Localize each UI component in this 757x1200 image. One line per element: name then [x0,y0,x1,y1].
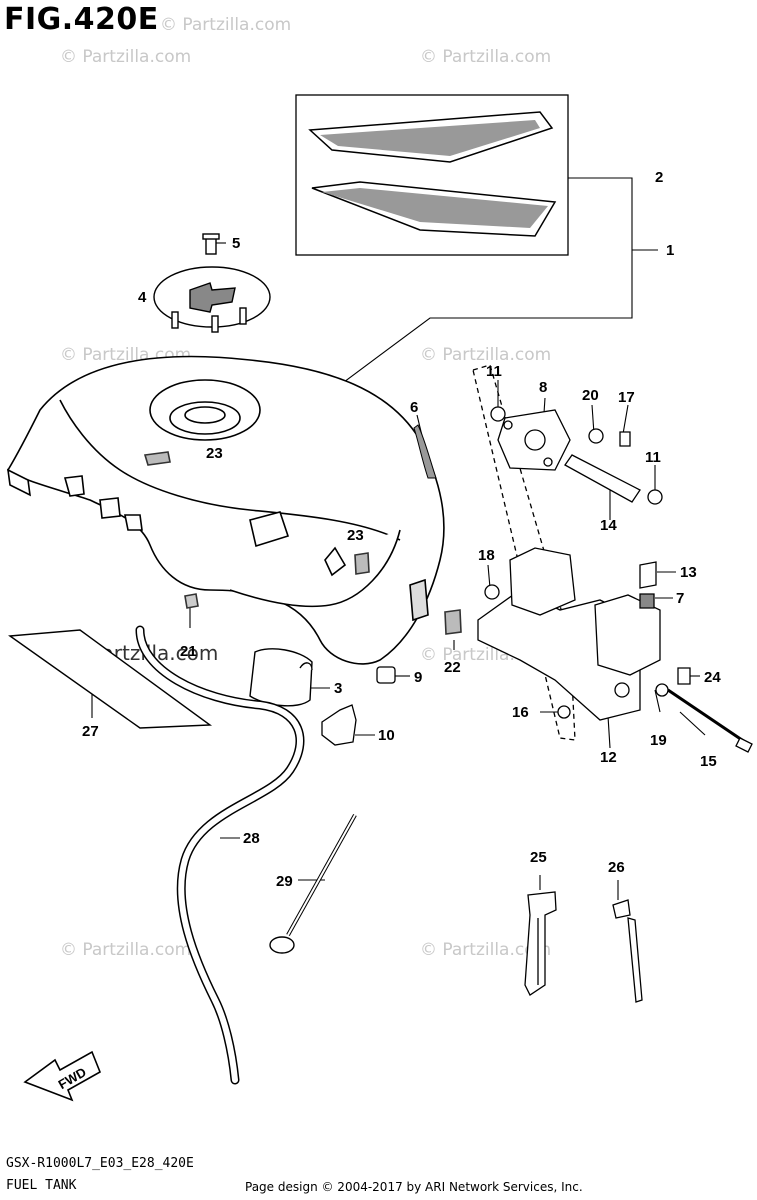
callout-10: 10 [378,727,395,744]
watermark-text: © Partzilla.com [60,47,191,67]
callout-13: 13 [680,564,697,581]
callout-26: 26 [608,859,625,876]
callout-19: 19 [650,732,667,749]
callout-18: 18 [478,547,495,564]
gauge-part-29 [269,814,357,954]
callout-8: 8 [539,379,547,396]
callout-1: 1 [666,242,674,259]
callout-23a: 23 [206,445,223,462]
callout-6: 6 [410,399,418,416]
watermark-text: © Partzilla.com [60,940,191,960]
bracket-assembly [472,364,753,753]
callout-28: 28 [243,830,260,847]
callout-11a: 11 [486,363,502,380]
callout-12: 12 [600,749,617,766]
fwd-arrow: FWD [23,1050,102,1102]
part-10 [321,704,357,746]
callout-17: 17 [618,389,635,406]
page-credit: Page design © 2004-2017 by ARI Network S… [245,1180,583,1194]
watermark-text: © Partzilla.com [420,47,551,67]
callout-7: 7 [676,590,684,607]
callout-29: 29 [276,873,293,890]
callout-3: 3 [334,680,342,697]
callout-25: 25 [530,849,547,866]
watermark-text: © Partzilla.com [160,15,291,35]
callout-21: 21 [180,643,197,660]
callout-14: 14 [600,517,617,534]
callout-4: 4 [138,289,147,306]
callout-2: 2 [655,169,663,186]
callout-11b: 11 [645,449,661,466]
callout-5: 5 [232,235,240,252]
callout-16: 16 [512,704,529,721]
callout-27: 27 [82,723,99,740]
trim-strip-part-6 [413,424,437,479]
tie-part-26 [612,899,643,1003]
watermark-text: © Partzilla.com [420,345,551,365]
part-9 [376,666,396,684]
sheet-part-27 [8,629,213,729]
callout-20: 20 [582,387,599,404]
callout-15: 15 [700,753,717,770]
cushion-part-3 [249,648,313,707]
fuel-tank-part-1 [6,355,462,665]
figure-name: FUEL TANK [6,1178,77,1193]
callout-24: 24 [704,669,721,686]
callout-23b: 23 [347,527,364,544]
callout-numbers: 2 1 5 4 6 11 8 20 17 11 14 23 23 18 13 7… [82,169,721,890]
clamp-part-25 [524,891,557,996]
figure-code: GSX-R1000L7_E03_E28_420E [6,1156,194,1171]
callout-9: 9 [414,669,422,686]
decal-set-part-2 [295,94,569,256]
figure-title: FIG.420E [4,2,159,37]
callout-22: 22 [444,659,461,676]
fuel-cap-plate-part-4 [153,233,271,333]
watermark-text: © Partzilla.com [420,940,551,960]
